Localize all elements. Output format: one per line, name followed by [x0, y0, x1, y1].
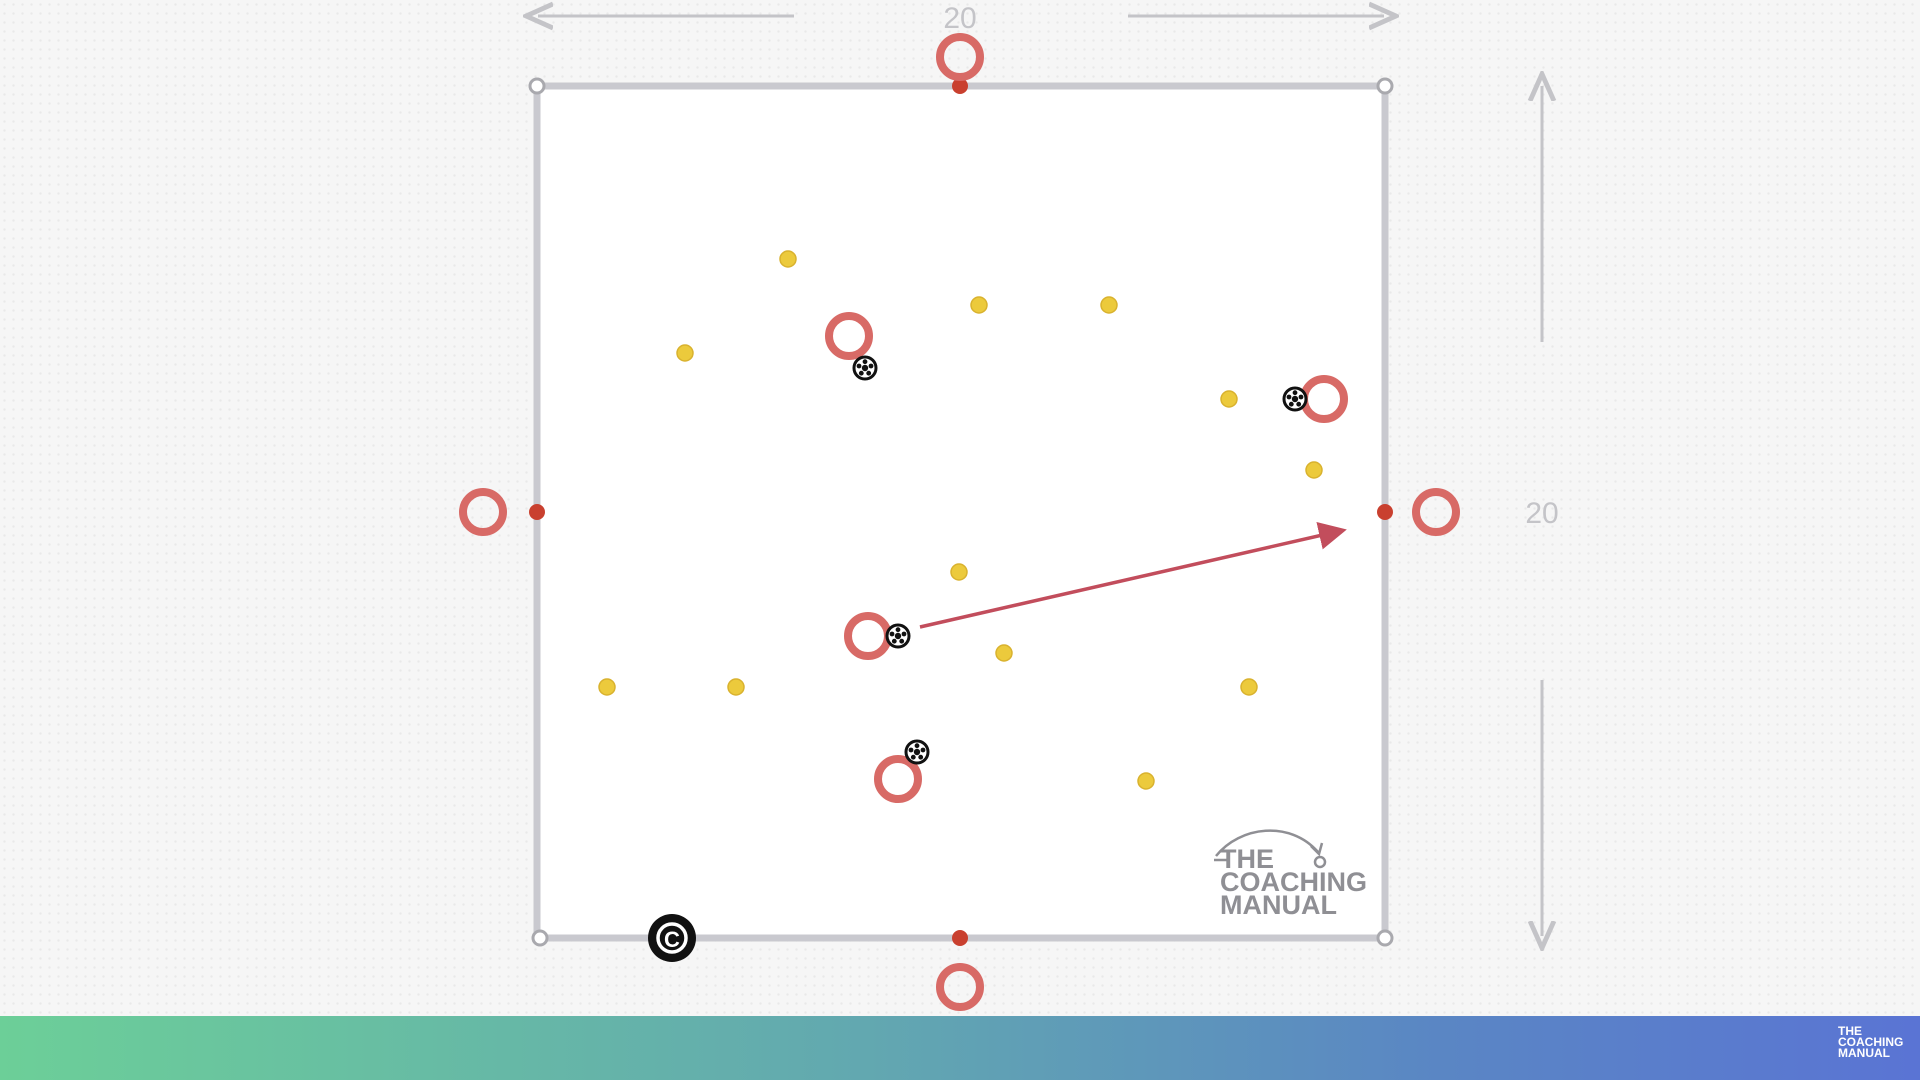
yellow-cone	[950, 563, 968, 581]
player-left	[459, 488, 507, 536]
red-cone	[1377, 504, 1393, 520]
footer-logo-line3: MANUAL	[1838, 1046, 1890, 1060]
logo-arc	[1215, 829, 1319, 857]
width-dimension: 20	[538, 2, 1384, 35]
soccer-ball-icon	[885, 623, 911, 649]
yellow-cone	[1100, 296, 1118, 314]
player-top	[936, 33, 984, 81]
footer-bar: THE COACHING MANUAL	[0, 1016, 1920, 1080]
player-inside	[874, 755, 922, 803]
coach-marker: C	[648, 914, 696, 962]
yellow-cone	[1305, 461, 1323, 479]
yellow-cones	[598, 250, 1323, 790]
logo-ball	[1313, 855, 1327, 869]
yellow-cone	[598, 678, 616, 696]
height-dimension: 20	[1525, 86, 1559, 936]
soccer-ball-icon	[904, 739, 930, 765]
yellow-cone	[727, 678, 745, 696]
yellow-cone	[995, 644, 1013, 662]
player-bottom	[936, 963, 984, 1011]
yellow-cone	[779, 250, 797, 268]
logo-arc-head	[1310, 842, 1324, 857]
red-cones	[529, 78, 1393, 946]
yellow-cone	[1240, 678, 1258, 696]
footer-logo-line1: THE	[1838, 1024, 1862, 1038]
coach-ring	[656, 922, 688, 954]
watermark-logo: THE COACHING MANUAL	[1214, 829, 1367, 920]
drill-diagram: 20 20	[459, 0, 1559, 1011]
corner-marker	[1376, 77, 1394, 95]
pass-arrow-icon	[919, 522, 1347, 629]
corner-marker	[1376, 929, 1394, 947]
corner-marker	[531, 929, 549, 947]
corner-marker	[528, 77, 546, 95]
red-cone	[952, 930, 968, 946]
pitch-corners	[528, 77, 1394, 947]
player-right	[1412, 488, 1460, 536]
yellow-cone	[970, 296, 988, 314]
outside-players	[459, 33, 1460, 1011]
red-cone	[529, 504, 545, 520]
coach-letter: C	[664, 927, 680, 952]
copyright-c-icon	[648, 914, 696, 962]
watermark-line2: COACHING	[1220, 867, 1367, 897]
watermark-line3: MANUAL	[1220, 890, 1337, 920]
footer-logo: THE COACHING MANUAL	[1838, 1024, 1910, 1060]
width-label: 20	[943, 2, 976, 35]
pitch-area	[533, 82, 1389, 942]
footer-logo-line2: COACHING	[1838, 1035, 1904, 1049]
watermark-line1: THE	[1220, 844, 1274, 874]
player-inside	[825, 312, 873, 360]
inside-players	[825, 312, 1348, 803]
soccer-ball-icon	[852, 355, 878, 381]
red-cone	[952, 78, 968, 94]
soccer-ball-icon	[1282, 386, 1308, 412]
yellow-cone	[676, 344, 694, 362]
yellow-cone	[1220, 390, 1238, 408]
yellow-cone	[1137, 772, 1155, 790]
height-label: 20	[1525, 497, 1558, 530]
